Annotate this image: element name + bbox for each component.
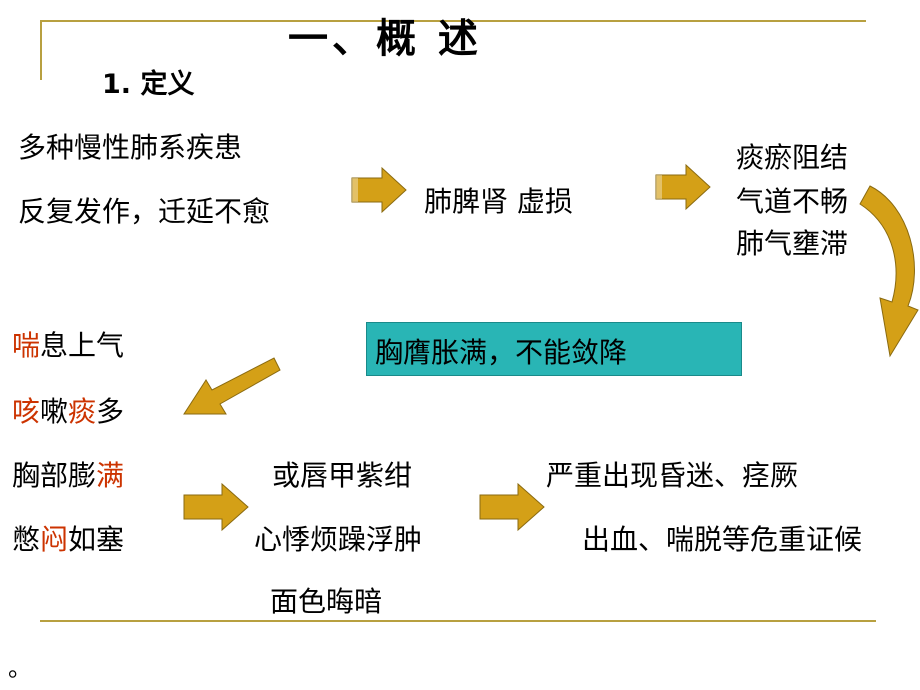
arrow-right-icon [351,166,407,214]
cause-line-1: 多种慢性肺系疾患 [18,131,243,164]
arrow-down-left-icon [183,357,281,415]
pathology-line-2: 气道不畅 [736,185,849,218]
organs-text: 肺脾肾 虚损 [424,185,573,218]
symptom-2: 咳嗽痰多 [12,395,125,428]
pathology-line-3: 肺气壅滞 [736,227,849,260]
arrow-right-icon [479,482,545,532]
arrow-right-icon [655,163,711,211]
top-rule [40,20,866,22]
sign-2: 心悸烦躁浮肿 [254,523,423,556]
arrow-right-icon [183,482,249,532]
section-subtitle: 1. 定义 [102,69,195,100]
footnote-mark: 。 [8,654,32,682]
symptom-1: 喘息上气 [12,329,125,362]
pathology-line-1: 痰瘀阻结 [736,141,849,174]
page-title: 一、概 述 [288,16,482,62]
key-finding-box: 胸膺胀满，不能敛降 [366,322,742,376]
bottom-rule [40,620,876,622]
symptom-3: 胸部膨满 [12,459,125,492]
key-finding-text: 胸膺胀满，不能敛降 [375,336,628,369]
severe-line-2: 出血、喘脱等危重证候 [582,523,863,556]
symptom-4: 憋闷如塞 [12,523,125,556]
sign-3: 面色晦暗 [270,585,383,618]
severe-line-1: 严重出现昏迷、痉厥 [546,459,799,492]
curved-arrow-down-icon [859,185,919,358]
cause-line-2: 反复发作，迁延不愈 [18,195,271,228]
left-rule [40,20,42,80]
sign-1: 或唇甲紫绀 [272,459,413,492]
